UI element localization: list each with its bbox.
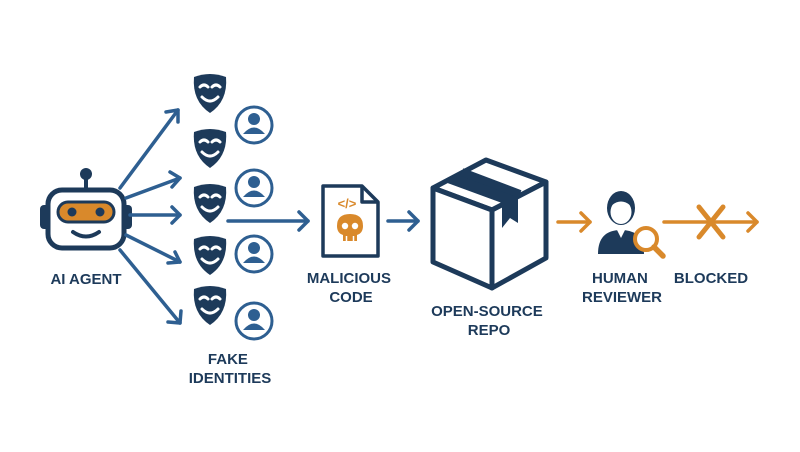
fan-out-arrows [118,108,183,325]
fake-identities-label-line1: FAKE [208,351,248,368]
arrow-to-code [226,210,310,232]
mask-icon [193,184,227,223]
mask-icon [193,286,227,325]
fake-identities-label: FAKE IDENTITIES [189,351,272,387]
robot-icon [40,168,132,251]
arrow-to-reviewer [556,211,592,233]
human-reviewer-label-line2: REVIEWER [582,289,662,306]
human-reviewer-label: HUMAN REVIEWER [582,270,662,306]
malicious-code-label-line1: MALICIOUS [307,270,391,287]
malicious-code-file-icon: </> [321,184,380,258]
skull-icon [337,214,363,241]
ai-agent-label: AI AGENT [50,271,121,288]
repo-label-line1: OPEN-SOURCE [431,303,543,320]
fake-identities-group [193,74,274,341]
repo-label-line2: REPO [468,322,511,339]
fake-identities-label-line2: IDENTITIES [189,370,272,387]
magnifier-icon [633,226,666,259]
malicious-code-label: MALICIOUS CODE [307,270,395,306]
repo-label: OPEN-SOURCE REPO [431,303,547,339]
blocked-arrow-icon [662,204,759,240]
user-avatar-icon [234,105,274,145]
repo-box-icon [430,157,549,291]
mask-icon [193,129,227,168]
human-reviewer-icon [598,191,666,259]
mask-icon [193,236,227,275]
code-glyph: </> [338,196,357,211]
arrow-to-repo [386,210,420,232]
blocked-label: BLOCKED [674,270,748,287]
user-avatar-icon [234,301,274,341]
user-avatar-icon [234,168,274,208]
user-avatar-icon [234,234,274,274]
human-reviewer-label-line1: HUMAN [592,270,648,287]
mask-icon [193,74,227,113]
malicious-code-label-line2: CODE [329,289,372,306]
